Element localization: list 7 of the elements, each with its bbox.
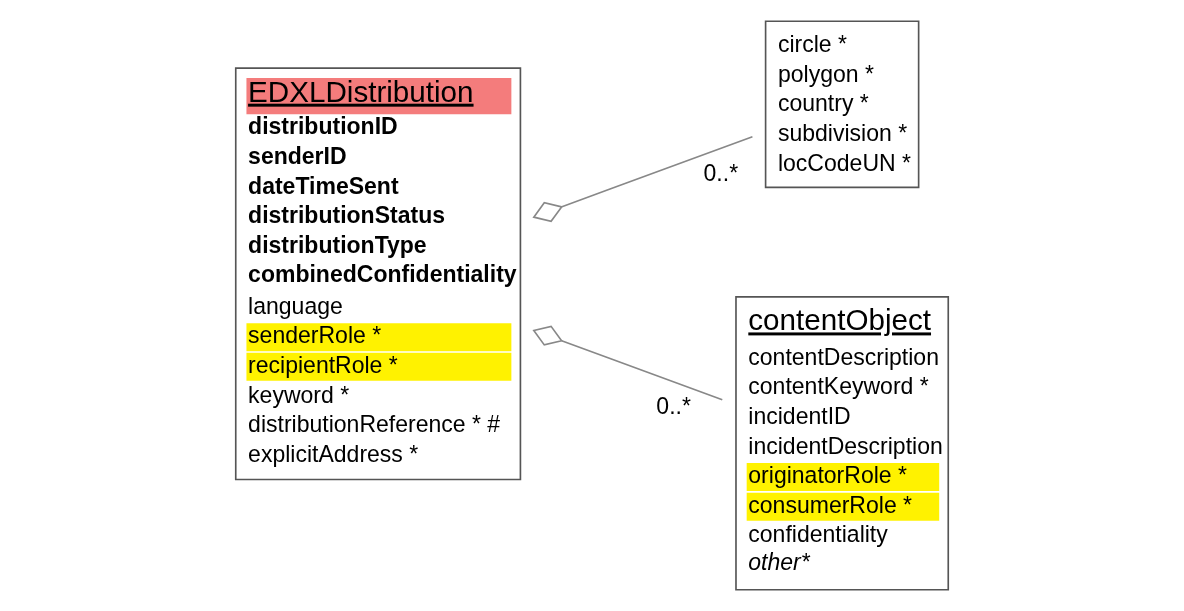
connector <box>532 135 754 223</box>
edge-label: 0..* <box>656 393 691 420</box>
node-box: EDXLDistribution distributionID senderID dateTimeSent distributionStatus distributionType combinedConfidentiality language senderRole * recipientRole * keyword * distributionReference * # explicitAddress * <box>234 67 522 481</box>
edge-label: 0..* <box>703 159 739 186</box>
node-box: contentObject contentDescription contentKeyword * incidentID incidentDescription originatorRole * consumerRole * confidentiality other* <box>735 296 950 591</box>
connector <box>532 325 724 401</box>
node-box: circle * polygon * country * subdivision * locCodeUN * <box>764 20 920 189</box>
